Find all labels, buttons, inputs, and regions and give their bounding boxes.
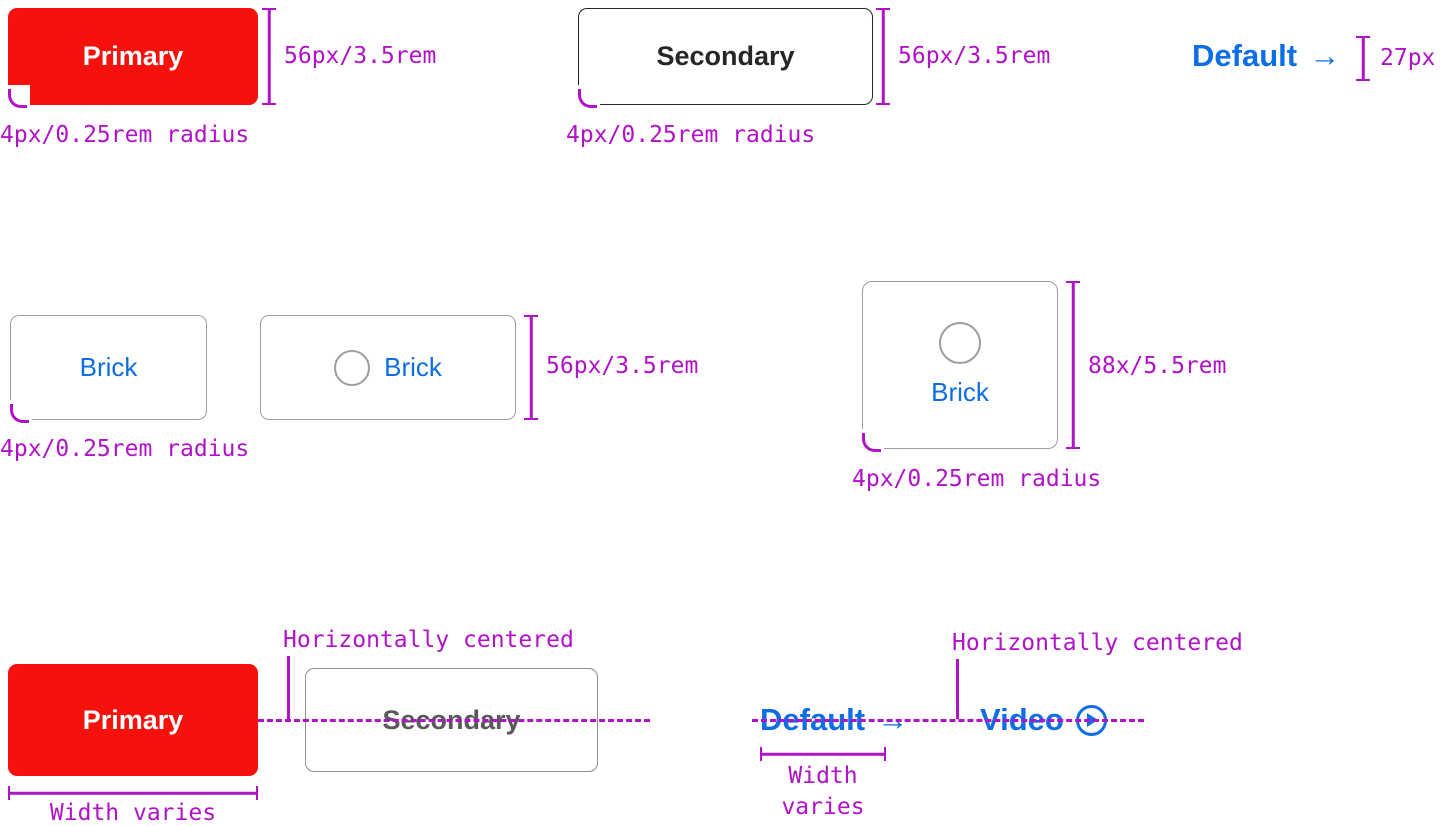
width-measure-bracket	[760, 747, 886, 761]
centered-annotation: Horizontally centered	[283, 627, 574, 653]
width-annotation: Width varies	[49, 800, 217, 826]
brick-button-label: Brick	[384, 352, 442, 382]
height-annotation: 56px/3.5rem	[284, 43, 437, 69]
primary-button[interactable]: Primary	[8, 664, 258, 776]
brick-button-label: Brick	[79, 352, 138, 382]
width-annotation-line1: Width	[788, 763, 858, 789]
radius-callout-icon	[854, 429, 884, 459]
height-measure-bracket	[262, 8, 276, 105]
radius-callout-icon	[0, 85, 30, 115]
radius-annotation: 4px/0.25rem radius	[566, 122, 816, 148]
secondary-button-label: Secondary	[656, 41, 795, 71]
line-height-measure-bracket	[1356, 36, 1370, 81]
radius-annotation: 4px/0.25rem radius	[852, 466, 1102, 492]
radius-annotation: 4px/0.25rem radius	[0, 122, 250, 148]
width-annotation-line2: varies	[781, 794, 865, 820]
primary-button-label: Primary	[82, 704, 184, 735]
radius-callout-icon	[570, 85, 600, 115]
height-measure-bracket	[524, 315, 538, 420]
width-measure-bracket	[8, 786, 258, 800]
center-alignment-dashed-line	[752, 719, 1144, 722]
brick-button-stacked[interactable]: Brick	[862, 281, 1058, 449]
center-alignment-dashed-line	[258, 719, 650, 722]
default-link[interactable]: Default →	[1192, 38, 1340, 74]
centered-annotation: Horizontally centered	[952, 630, 1243, 656]
circle-icon	[334, 349, 371, 386]
primary-button-label: Primary	[82, 41, 184, 71]
annotation-pointer-line	[956, 659, 959, 719]
line-height-annotation: 27px	[1380, 45, 1436, 71]
radius-annotation: 4px/0.25rem radius	[0, 436, 250, 462]
default-link-label: Default	[1192, 38, 1298, 73]
height-measure-bracket	[1066, 281, 1080, 449]
primary-button[interactable]: Primary	[8, 8, 258, 105]
height-annotation: 56px/3.5rem	[898, 43, 1051, 69]
arrow-right-icon: →	[1309, 38, 1341, 73]
height-annotation: 88x/5.5rem	[1088, 353, 1227, 379]
annotation-pointer-line	[287, 656, 290, 719]
brick-button-label: Brick	[931, 377, 989, 407]
secondary-button[interactable]: Secondary	[578, 8, 873, 105]
brick-button[interactable]: Brick	[10, 315, 207, 420]
brick-button-with-icon[interactable]: Brick	[260, 315, 516, 420]
radius-callout-icon	[2, 400, 32, 430]
height-annotation: 56px/3.5rem	[546, 353, 699, 379]
height-measure-bracket	[876, 8, 890, 105]
circle-icon	[939, 322, 981, 364]
